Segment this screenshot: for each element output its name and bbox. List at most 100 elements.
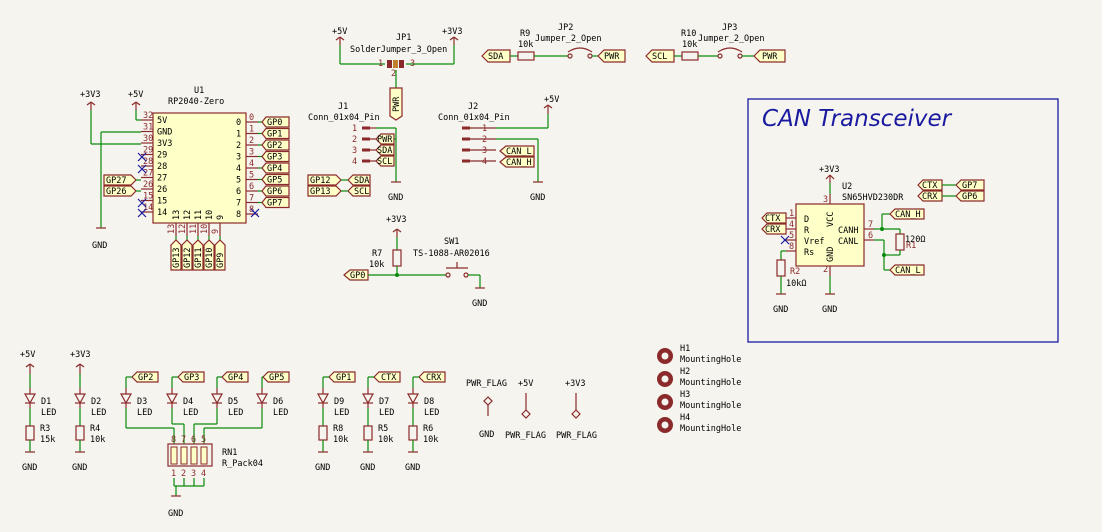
svg-text:GND: GND xyxy=(92,241,107,251)
led-value: LED xyxy=(424,408,439,418)
j1-value: Conn_01x04_Pin xyxy=(308,113,380,123)
u1-left-pin-num: 29 xyxy=(143,146,153,156)
svg-text:CAN_H: CAN_H xyxy=(506,158,532,168)
svg-text:GND: GND xyxy=(22,463,37,473)
gp-label xyxy=(261,173,290,186)
svg-text:SDA: SDA xyxy=(354,176,369,186)
j2-pin-num: 2 xyxy=(482,135,487,145)
u1-left-pin-num: 32 xyxy=(143,111,153,121)
svg-text:GP27: GP27 xyxy=(106,176,126,186)
j1-pin-num: 1 xyxy=(352,124,357,134)
r2-value: 10kΩ xyxy=(786,279,806,289)
svg-text:GP13: GP13 xyxy=(310,187,330,197)
pwr-flag-2-label: PWR_FLAG xyxy=(505,431,546,441)
svg-text:12: 12 xyxy=(178,224,188,234)
u1-left-pin-name: 27 xyxy=(157,174,167,184)
r1-value: 120Ω xyxy=(905,235,925,245)
svg-text:D: D xyxy=(804,215,809,225)
mounting-hole-value: MountingHole xyxy=(680,424,741,434)
u1-bottom-pin-num: 10 xyxy=(205,210,215,220)
svg-text:+3V3: +3V3 xyxy=(70,350,90,360)
led-icon xyxy=(255,393,269,405)
jp1-pin3: 3 xyxy=(410,59,415,69)
u1-right-pin-num: 5 xyxy=(236,176,241,186)
led-section: +5VD1LEDR315kGND+3V3D2LEDR410kGNDGP2D3LE… xyxy=(20,350,446,473)
u1-bottom-pin-num: 12 xyxy=(183,210,193,220)
svg-text:CRX: CRX xyxy=(922,192,938,202)
jp1-solder-jumper[interactable]: JP1 SolderJumper_3_Open 1 2 3 xyxy=(339,33,455,88)
r9-value: 10k xyxy=(518,40,533,50)
svg-text:5: 5 xyxy=(249,171,254,181)
u1-left-pin-num: 31 xyxy=(143,123,153,133)
u1-left-pin-num: 14 xyxy=(143,203,153,213)
sda-label: SDA xyxy=(488,52,503,62)
u1-ref: U1 xyxy=(194,86,204,96)
led-icon xyxy=(406,393,420,405)
resistor-ref: R6 xyxy=(423,424,433,434)
resistor-ref: R3 xyxy=(40,424,50,434)
u1-right-pin-num: 1 xyxy=(236,130,241,140)
gp27-gp26-labels: GP27 GP26 xyxy=(103,174,141,197)
svg-text:GND: GND xyxy=(168,509,183,519)
reset-button-group[interactable]: +3V3 R7 10k GP0 SW1 TS-1088-AR02016 GND xyxy=(343,215,490,309)
u1-left-pin-num: 27 xyxy=(143,169,153,179)
svg-text:GND: GND xyxy=(472,299,487,309)
resistor-value: 10k xyxy=(378,435,393,445)
svg-text:GP2: GP2 xyxy=(138,373,153,383)
gp-label xyxy=(261,185,290,197)
gp-label-text: GP2 xyxy=(267,141,282,151)
j2-value: Conn_01x04_Pin xyxy=(438,113,510,123)
j2-pin-num: 1 xyxy=(482,124,487,134)
led-ref: D7 xyxy=(379,397,389,407)
rn1-resistor-pack[interactable]: 8 7 6 5 1 2 3 4 RN1 R_Pack04 GND xyxy=(167,435,263,519)
r10-ref: R10 xyxy=(681,29,696,39)
svg-text:GP4: GP4 xyxy=(228,373,243,383)
svg-text:7: 7 xyxy=(868,220,873,230)
jp1-value: SolderJumper_3_Open xyxy=(350,45,447,55)
svg-text:6: 6 xyxy=(191,435,196,445)
rn1-ref: RN1 xyxy=(222,448,237,458)
resistor-icon xyxy=(408,425,418,441)
svg-text:SCL: SCL xyxy=(354,187,369,197)
svg-text:GP0: GP0 xyxy=(350,271,365,281)
svg-text:GP5: GP5 xyxy=(269,373,284,383)
svg-text:CAN_H: CAN_H xyxy=(895,210,921,220)
svg-text:10: 10 xyxy=(200,224,210,234)
u1-left-pin-name: 15 xyxy=(157,197,167,207)
r7-ref: R7 xyxy=(372,249,382,259)
pwr-flag-1-label: PWR_FLAG xyxy=(466,379,507,389)
j1-pin-num: 4 xyxy=(352,157,357,167)
gp-bottom-label-text: GP11 xyxy=(194,248,204,268)
resistor-icon xyxy=(75,425,85,441)
gp-bottom-label-text: GP12 xyxy=(183,248,193,268)
u2-wiring: +3V3 CTX CRX R2 10kΩ GND GND CAN_H R1 12… xyxy=(761,165,985,315)
jp2-value: Jumper_2_Open xyxy=(535,34,602,44)
led-ref: D5 xyxy=(228,397,238,407)
u2-can-transceiver[interactable]: U2 SN65HVD230DR D R Vref Rs VCC CANH CAN… xyxy=(786,182,904,276)
led-icon xyxy=(316,393,330,405)
resistor-ref: R5 xyxy=(378,424,388,434)
resistor-icon xyxy=(318,425,328,441)
svg-text:+5V: +5V xyxy=(332,27,347,37)
jp1-pin1: 1 xyxy=(378,59,383,69)
j1-ref: J1 xyxy=(338,102,348,112)
u2-value: SN65HVD230DR xyxy=(842,193,904,203)
j1-pin-num: 3 xyxy=(352,146,357,156)
svg-text:3: 3 xyxy=(191,469,196,479)
j2-pin-num: 3 xyxy=(482,146,487,156)
led-ref: D2 xyxy=(91,397,101,407)
u1-left-pin-num: 28 xyxy=(143,157,153,167)
sw1-ref: SW1 xyxy=(444,237,459,247)
resistor-value: 10k xyxy=(333,435,348,445)
gp-label xyxy=(261,162,290,174)
svg-text:CRX: CRX xyxy=(765,225,781,235)
led-icon xyxy=(210,393,224,405)
r1-ref: R1 xyxy=(906,241,916,251)
led-value: LED xyxy=(334,408,349,418)
svg-text:1: 1 xyxy=(249,125,254,135)
svg-text:3: 3 xyxy=(249,148,254,158)
